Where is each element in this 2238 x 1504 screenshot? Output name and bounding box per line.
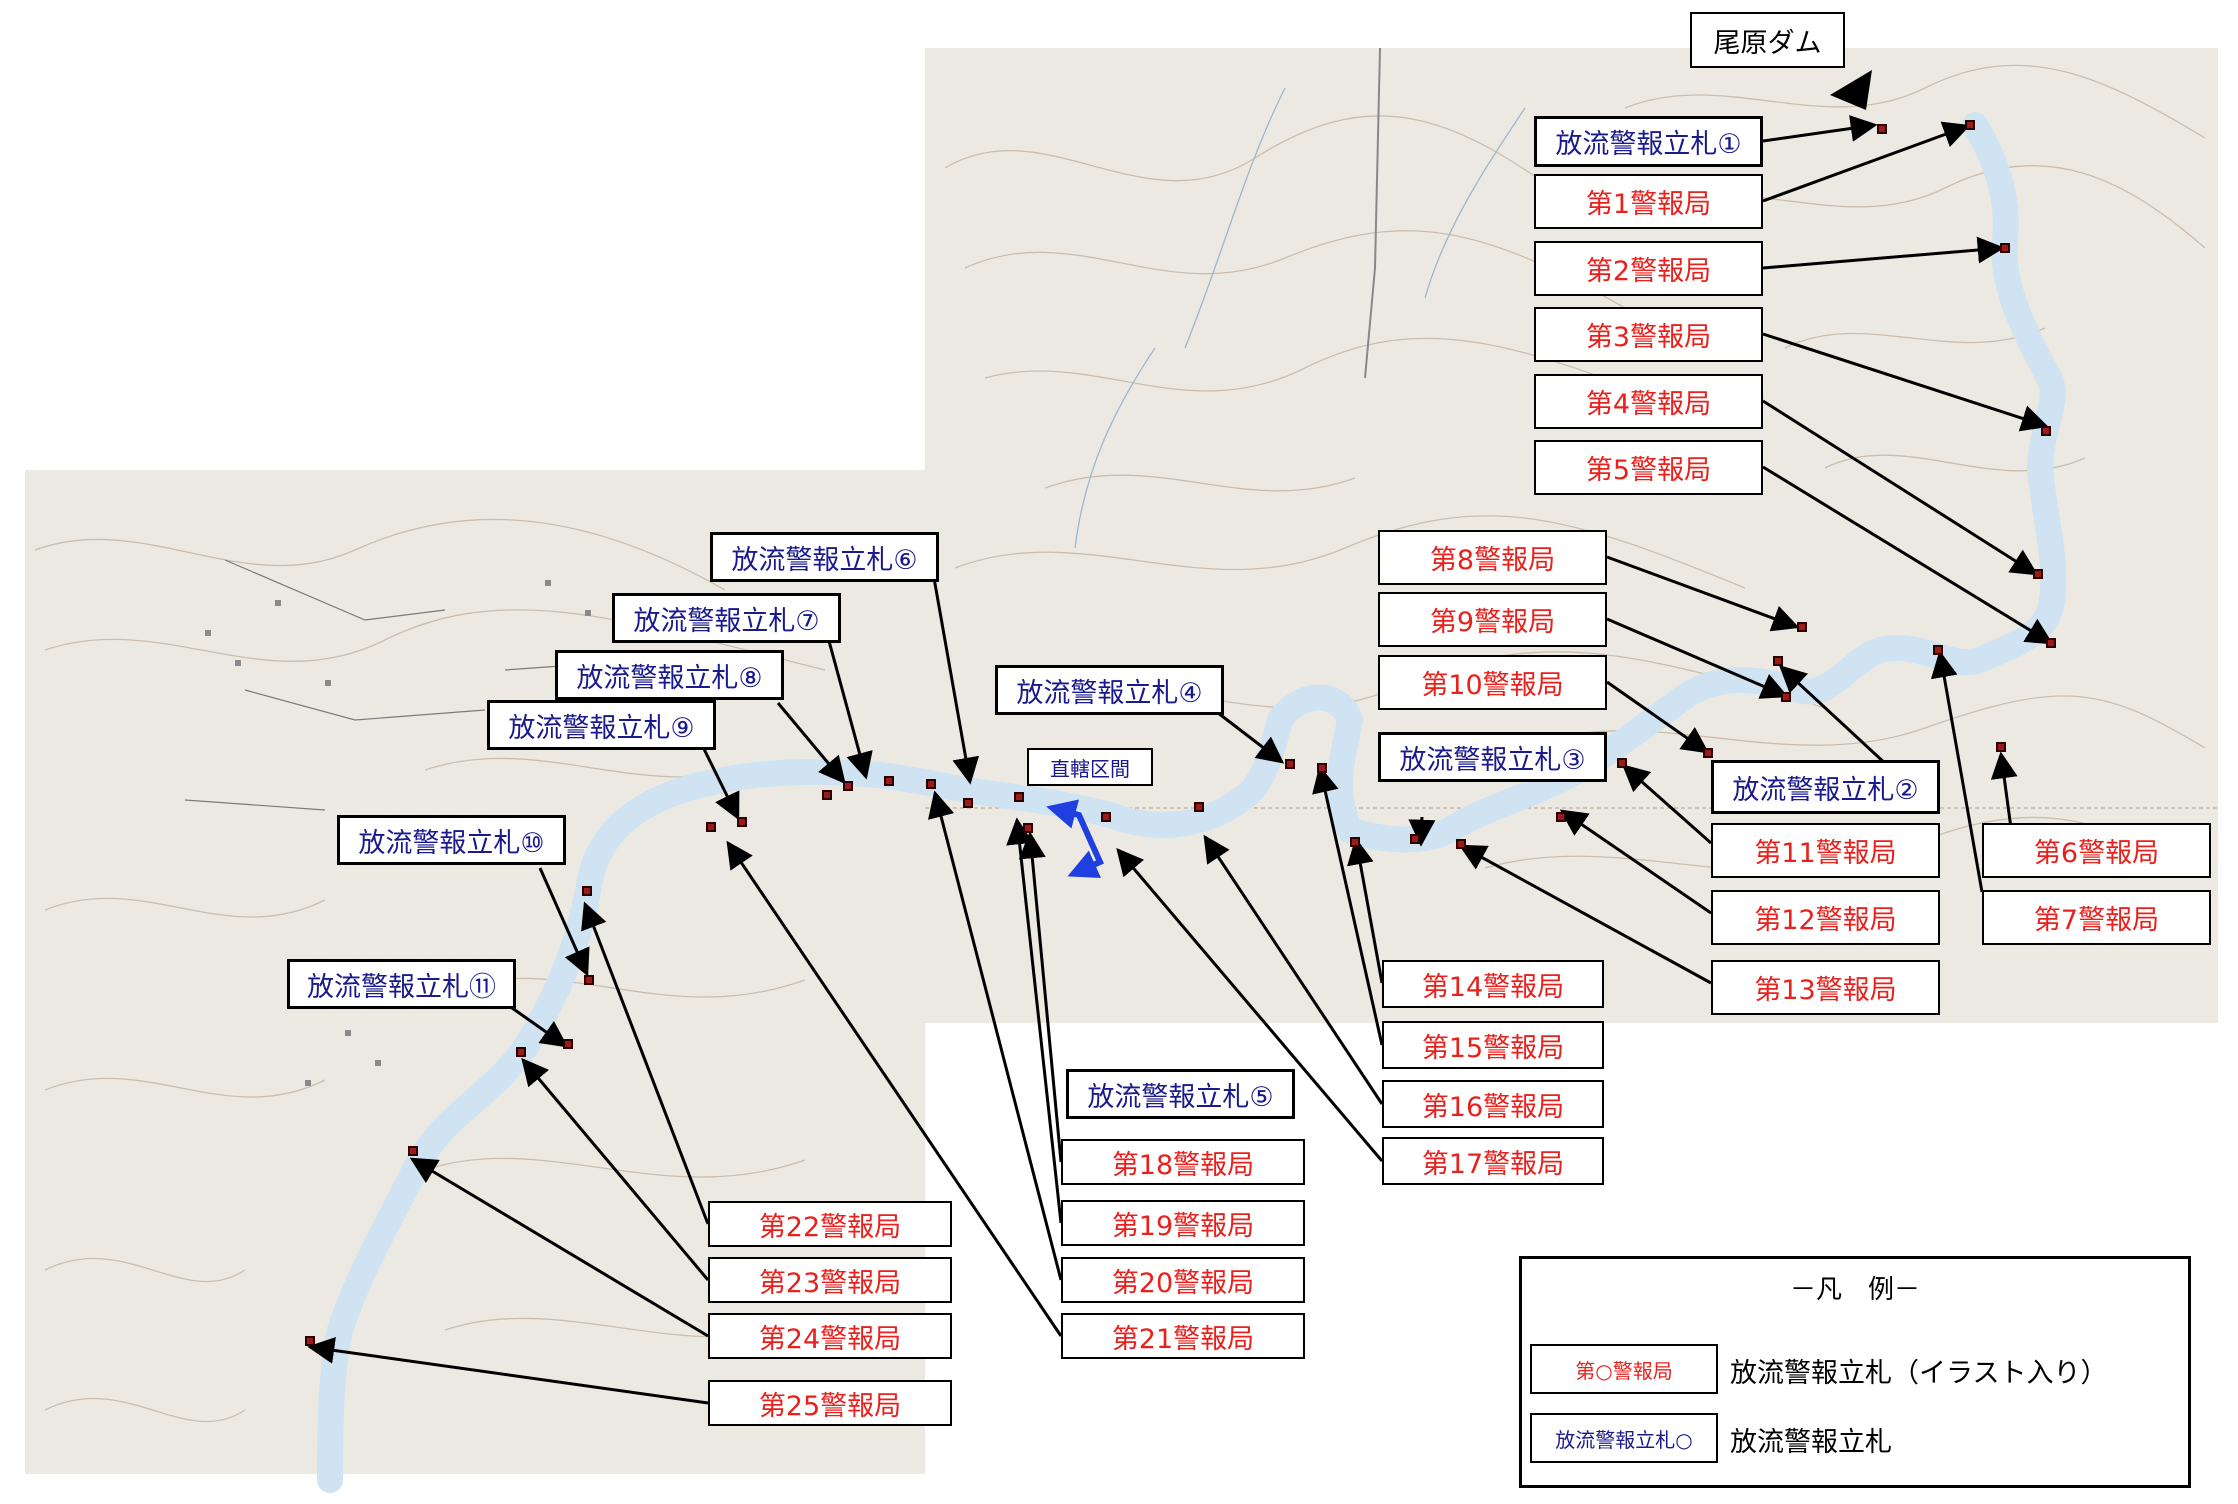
sign-label-10: 放流警報立札⑩ — [337, 815, 566, 865]
station-marker-33 — [563, 1039, 573, 1049]
station-label-16: 第16警報局 — [1382, 1080, 1604, 1128]
station-label-12: 第12警報局 — [1711, 890, 1940, 945]
station-marker-18 — [1317, 763, 1327, 773]
station-marker-22 — [1014, 792, 1024, 802]
station-marker-10 — [1781, 692, 1791, 702]
station-marker-19 — [1285, 759, 1295, 769]
sign-label-8: 放流警報立札⑧ — [555, 650, 784, 700]
station-marker-26 — [884, 776, 894, 786]
station-marker-16 — [1410, 834, 1420, 844]
sign-label-2: 放流警報立札② — [1711, 760, 1940, 814]
station-marker-30 — [706, 822, 716, 832]
station-marker-20 — [1194, 802, 1204, 812]
station-marker-4 — [2041, 426, 2051, 436]
sign-label-7: 放流警報立札⑦ — [612, 593, 841, 643]
station-marker-7 — [1996, 742, 2006, 752]
station-marker-5 — [2033, 569, 2043, 579]
sign-label-11: 放流警報立札⑪ — [287, 959, 516, 1009]
station-label-25: 第25警報局 — [708, 1380, 952, 1426]
station-marker-29 — [737, 817, 747, 827]
station-marker-27 — [843, 781, 853, 791]
station-marker-35 — [408, 1146, 418, 1156]
station-label-7: 第7警報局 — [1982, 890, 2211, 945]
station-label-4: 第4警報局 — [1534, 374, 1763, 429]
legend-station-sample: 第○警報局 — [1530, 1344, 1718, 1394]
station-label-18: 第18警報局 — [1061, 1139, 1305, 1185]
legend-sign-sample: 放流警報立札○ — [1530, 1413, 1718, 1463]
direct-control-section-label: 直轄区間 — [1027, 748, 1153, 786]
station-marker-3 — [2000, 243, 2010, 253]
station-marker-2 — [1965, 120, 1975, 130]
legend-station-desc: 放流警報立札（イラスト入り） — [1730, 1358, 2108, 1389]
station-label-11: 第11警報局 — [1711, 823, 1940, 878]
station-marker-14 — [1556, 812, 1566, 822]
station-marker-8 — [1933, 645, 1943, 655]
station-label-9: 第9警報局 — [1378, 592, 1607, 647]
dam-label: 尾原ダム — [1690, 12, 1845, 68]
station-label-2: 第2警報局 — [1534, 241, 1763, 296]
legend-title: －凡 例－ — [1789, 1275, 1920, 1305]
station-label-13: 第13警報局 — [1711, 960, 1940, 1015]
station-marker-15 — [1456, 839, 1466, 849]
station-marker-9 — [1797, 622, 1807, 632]
station-marker-24 — [963, 798, 973, 808]
station-label-19: 第19警報局 — [1061, 1200, 1305, 1246]
station-label-10: 第10警報局 — [1378, 655, 1607, 710]
station-marker-34 — [516, 1047, 526, 1057]
station-marker-13 — [1617, 758, 1627, 768]
station-label-22: 第22警報局 — [708, 1201, 952, 1247]
station-marker-6 — [2046, 638, 2056, 648]
station-label-23: 第23警報局 — [708, 1257, 952, 1303]
station-marker-28 — [822, 790, 832, 800]
station-label-6: 第6警報局 — [1982, 823, 2211, 878]
station-label-14: 第14警報局 — [1382, 960, 1604, 1008]
sign-label-3: 放流警報立札③ — [1378, 732, 1607, 782]
sign-label-9: 放流警報立札⑨ — [487, 700, 716, 750]
sign-label-4: 放流警報立札④ — [995, 665, 1224, 715]
sign-label-5: 放流警報立札⑤ — [1066, 1069, 1295, 1119]
station-marker-1 — [1877, 124, 1887, 134]
station-marker-25 — [926, 779, 936, 789]
station-label-5: 第5警報局 — [1534, 440, 1763, 495]
station-marker-17 — [1350, 837, 1360, 847]
station-label-17: 第17警報局 — [1382, 1137, 1604, 1185]
station-marker-32 — [584, 975, 594, 985]
station-marker-12 — [1703, 748, 1713, 758]
station-marker-31 — [582, 886, 592, 896]
station-label-20: 第20警報局 — [1061, 1257, 1305, 1303]
station-marker-36 — [305, 1336, 315, 1346]
station-label-24: 第24警報局 — [708, 1313, 952, 1359]
station-marker-11 — [1773, 656, 1783, 666]
station-label-3: 第3警報局 — [1534, 307, 1763, 362]
station-label-1: 第1警報局 — [1534, 174, 1763, 229]
legend: －凡 例－ 第○警報局 放流警報立札（イラスト入り） 放流警報立札○ 放流警報立… — [1519, 1256, 2191, 1488]
legend-sign-desc: 放流警報立札 — [1730, 1427, 1892, 1458]
station-label-8: 第8警報局 — [1378, 530, 1607, 585]
station-marker-21 — [1101, 812, 1111, 822]
station-label-15: 第15警報局 — [1382, 1021, 1604, 1069]
sign-label-1: 放流警報立札① — [1534, 116, 1763, 167]
sign-label-6: 放流警報立札⑥ — [710, 532, 939, 582]
station-marker-23 — [1023, 823, 1033, 833]
station-label-21: 第21警報局 — [1061, 1313, 1305, 1359]
